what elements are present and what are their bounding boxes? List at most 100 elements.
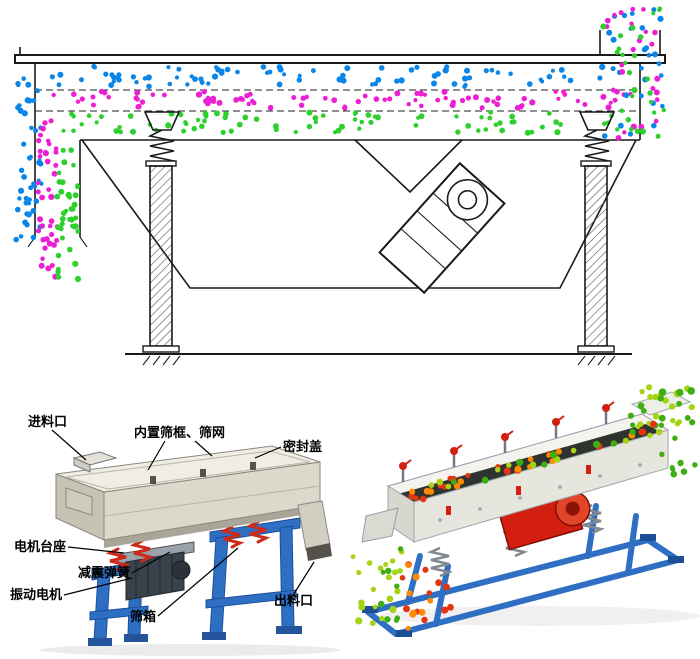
particle-dot-lime <box>386 595 394 603</box>
particle-dot-green2 <box>549 451 558 459</box>
particle-dot-green <box>546 111 552 116</box>
particle-dot-magenta <box>247 91 253 97</box>
particle-dot-blue <box>540 79 545 84</box>
discharge-chute <box>361 507 399 543</box>
particle-dot-magenta <box>136 103 142 110</box>
particle-dot-green <box>479 115 484 120</box>
particle-dot-red <box>441 606 449 614</box>
particle-dot-lime <box>389 605 397 614</box>
foot-pad <box>276 626 302 634</box>
particle-dot-magenta <box>342 104 348 110</box>
particle-dot-green2 <box>384 616 391 623</box>
particle-dot-magenta <box>51 242 57 248</box>
particle-dot-green <box>293 130 298 135</box>
particle-dot-magenta <box>49 231 55 238</box>
particle-dot-green <box>600 23 607 30</box>
particle-dot-magenta <box>45 138 51 144</box>
particle-dot-green <box>632 53 637 59</box>
particle-dot-blue <box>336 76 343 83</box>
particle-dot-magenta <box>46 240 53 247</box>
particle-dot-lime <box>350 554 356 560</box>
particle-dot-green <box>313 119 319 125</box>
particle-dot-blue <box>15 104 21 111</box>
particle-dot-magenta <box>267 104 274 111</box>
particle-dot-magenta <box>653 89 660 96</box>
particle-dot-orange <box>410 609 417 616</box>
particle-dot-green <box>619 108 625 113</box>
particle-dot-blue <box>174 75 180 80</box>
particle-dot-magenta <box>459 97 466 104</box>
particle-dot-lime <box>370 586 376 593</box>
particle-dot-blue <box>29 125 34 131</box>
particle-dot-magenta <box>42 120 48 126</box>
particle-dot-red <box>420 495 427 503</box>
particle-dot-green <box>352 111 358 116</box>
particle-dot-blue <box>111 79 117 84</box>
particle-dot-blue <box>489 67 495 73</box>
schematic-section <box>13 6 666 366</box>
particle-dot-lime <box>646 384 653 391</box>
particle-dot-blue <box>567 77 574 84</box>
particle-dot-blue <box>462 75 469 82</box>
particle-dot-orange <box>555 448 562 455</box>
particle-dot-blue <box>39 181 44 186</box>
particle-dot-green2 <box>684 415 691 421</box>
particle-dot-green <box>418 113 425 120</box>
particle-dot-magenta <box>298 102 305 108</box>
particle-dot-green2 <box>593 440 601 448</box>
particle-dot-magenta <box>40 236 46 243</box>
particle-dot-magenta <box>37 148 43 154</box>
particle-dot-green <box>59 235 65 241</box>
particle-dot-blue <box>296 77 302 83</box>
particle-dot-blue <box>28 185 34 191</box>
particle-dot-blue <box>21 141 27 147</box>
particle-dot-magenta <box>643 29 648 34</box>
particle-dot-green <box>272 123 279 130</box>
particle-dot-orange <box>527 456 534 463</box>
particle-dot-green <box>634 128 641 135</box>
particle-dot-lime <box>506 462 512 468</box>
particle-dot-magenta <box>387 96 393 102</box>
particle-dot-lime <box>662 397 669 404</box>
particle-dot-magenta <box>39 133 44 138</box>
particle-dot-green <box>214 110 220 117</box>
particle-dot-blue <box>370 82 375 87</box>
particle-dot-magenta <box>449 102 456 109</box>
particle-dot-magenta <box>46 187 52 193</box>
toggle-clamp <box>501 430 514 453</box>
particle-dot-red <box>447 603 454 611</box>
particle-dot-green <box>499 127 506 134</box>
particle-dot-green <box>454 114 459 119</box>
particle-dot-magenta <box>575 98 581 104</box>
foot-pad <box>124 634 148 642</box>
particle-dot-magenta <box>53 162 59 168</box>
particle-dot-blue <box>235 69 240 75</box>
particle-dot-green <box>68 206 75 212</box>
particle-dot-blue <box>442 67 449 74</box>
particle-dot-lime <box>652 413 660 420</box>
particle-dot-blue <box>562 74 567 79</box>
particle-dot-blue <box>109 72 115 78</box>
particle-dot-blue <box>18 187 25 194</box>
particle-dot-magenta <box>604 17 611 24</box>
particle-dot-blue <box>35 88 40 94</box>
particle-dot-blue <box>17 196 22 201</box>
particle-dot-green <box>306 109 313 116</box>
spring-bracket-left <box>143 111 181 131</box>
particle-dot-green <box>75 183 81 190</box>
particle-dot-lime <box>668 403 676 410</box>
particle-dot-lime <box>397 568 403 574</box>
particle-dot-magenta <box>40 256 45 262</box>
particle-dot-green2 <box>677 459 684 467</box>
particle-dot-magenta <box>605 104 612 111</box>
particle-dot-green <box>203 113 209 119</box>
particle-dot-magenta <box>419 103 424 109</box>
particle-dot-magenta <box>553 89 558 94</box>
particle-dot-lime <box>392 569 398 576</box>
particle-dot-blue <box>49 74 56 80</box>
particle-dot-blue <box>639 25 646 31</box>
particle-dot-blue <box>79 77 84 83</box>
particle-dot-green <box>630 93 635 99</box>
particle-dot-magenta <box>322 95 328 101</box>
particle-dot-magenta <box>42 149 49 156</box>
